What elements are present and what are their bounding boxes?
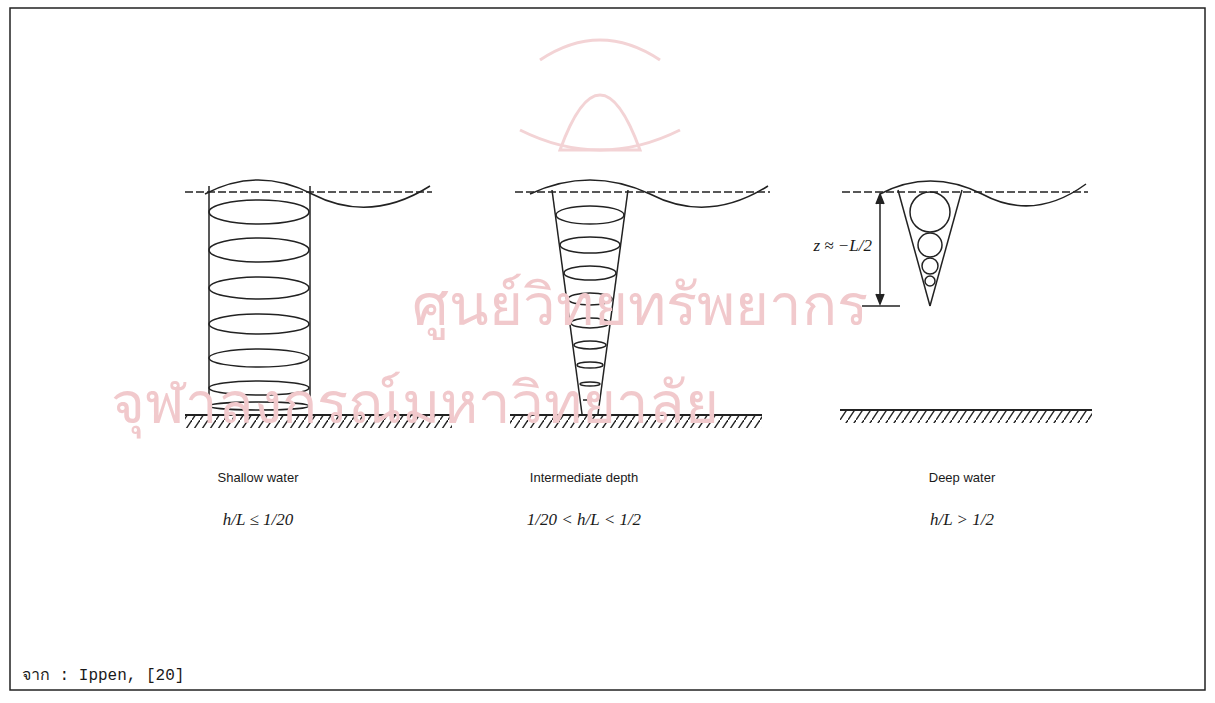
section-title: Shallow water [218, 470, 299, 485]
section-title: Intermediate depth [530, 470, 638, 485]
frame [10, 8, 1205, 690]
watermark-emblem [520, 40, 680, 150]
watermark-text: จุฬาลงกรณ์มหาวิทยาลัย [111, 356, 719, 449]
depth-ratio: h/L > 1/2 [930, 510, 994, 530]
depth-ratio: h/L ≤ 1/20 [223, 510, 293, 530]
dimension-label: z ≈ −L/2 [813, 236, 872, 256]
deep-water-figure [840, 181, 1092, 423]
source-caption: จาก : Ippen, [20] [22, 662, 184, 687]
watermark-text: ศูนย์วิทยทรัพยากร [412, 258, 868, 351]
section-title: Deep water [929, 470, 995, 485]
depth-ratio: 1/20 < h/L < 1/2 [527, 510, 641, 530]
